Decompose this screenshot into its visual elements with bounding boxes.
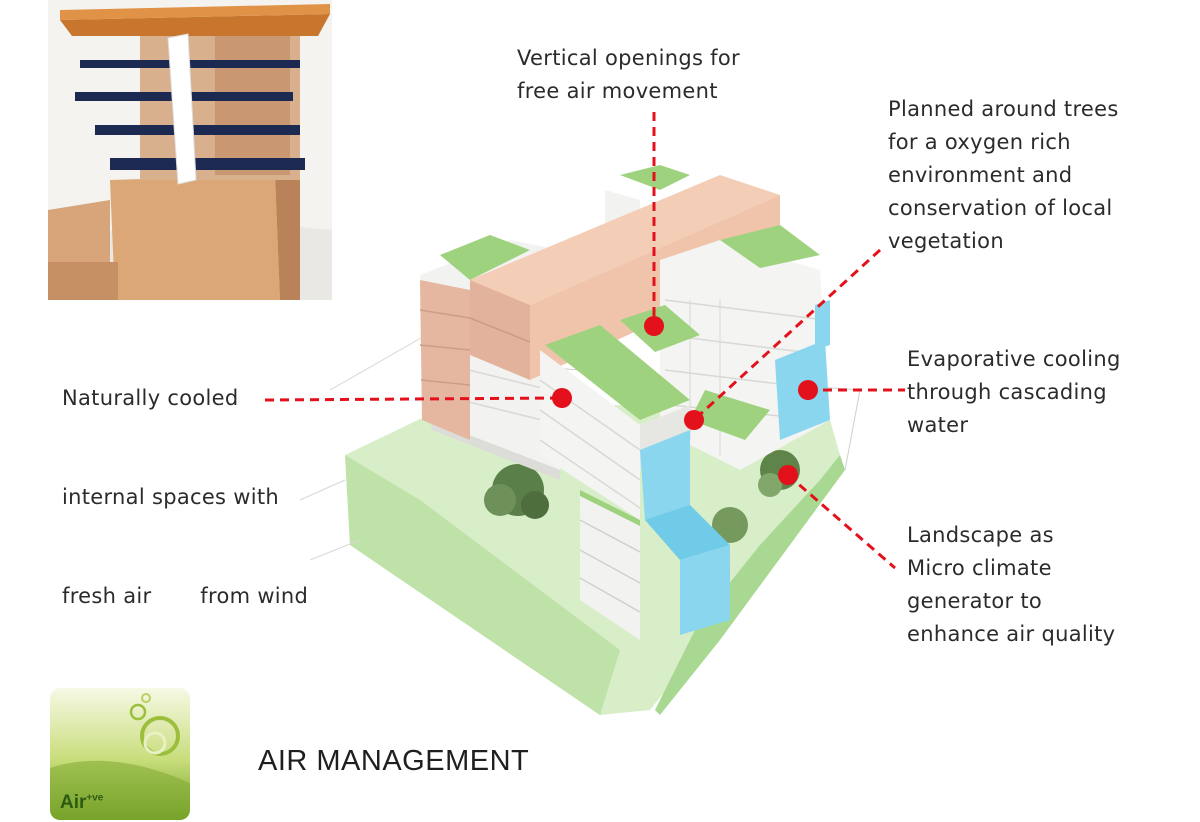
callout-naturally-cooled-line xyxy=(264,396,563,402)
annotation-line: Micro climate xyxy=(907,556,1052,580)
annotation-vertical-openings: Vertical openings for free air movement xyxy=(517,42,740,108)
air-logo-text: Air+ve xyxy=(60,792,103,814)
callout-landscape-line xyxy=(787,473,896,570)
annotation-line: vegetation xyxy=(888,229,1004,253)
annotation-planned-trees: Planned around trees for a oxygen rich e… xyxy=(888,93,1119,258)
callout-dot-planned-trees xyxy=(684,410,704,430)
annotation-line: Vertical openings for xyxy=(517,46,740,70)
annotation-line: Planned around trees xyxy=(888,97,1119,121)
wind-scoop-inset-image xyxy=(48,0,332,300)
callout-dot-vertical-openings xyxy=(644,316,664,336)
annotation-line: through cascading xyxy=(907,380,1107,404)
annotation-landscape: Landscape as Micro climate generator to … xyxy=(907,519,1115,651)
air-logo: Air+ve xyxy=(50,688,190,820)
callout-dot-naturally-cooled xyxy=(552,388,572,408)
logo-text-superscript: +ve xyxy=(86,792,104,804)
annotation-line: Evaporative cooling xyxy=(907,347,1121,371)
annotation-line: Landscape as xyxy=(907,523,1054,547)
callout-dot-landscape xyxy=(778,465,798,485)
air-logo-graphic xyxy=(50,688,190,820)
annotation-line: Naturally cooled xyxy=(62,386,239,410)
callout-planned-trees-line xyxy=(692,248,882,422)
annotation-line: enhance air quality xyxy=(907,622,1116,646)
annotation-line: fresh air from wind xyxy=(62,584,309,608)
annotation-evaporative-cooling: Evaporative cooling through cascading wa… xyxy=(907,343,1121,442)
annotation-naturally-cooled: Naturally cooled internal spaces with fr… xyxy=(62,316,308,778)
annotation-line: for a oxygen rich xyxy=(888,130,1071,154)
annotation-line: free air movement xyxy=(517,79,718,103)
logo-text-main: Air xyxy=(60,792,87,813)
callout-lines xyxy=(264,112,905,570)
callout-dot-evaporative xyxy=(798,380,818,400)
annotation-line: internal spaces with xyxy=(62,485,280,509)
annotation-line: environment and xyxy=(888,163,1073,187)
slide-title: AIR MANAGEMENT xyxy=(258,745,530,777)
annotation-line: water xyxy=(907,413,969,437)
annotation-line: conservation of local xyxy=(888,196,1113,220)
annotation-line: generator to xyxy=(907,589,1043,613)
callout-dots xyxy=(552,316,818,485)
